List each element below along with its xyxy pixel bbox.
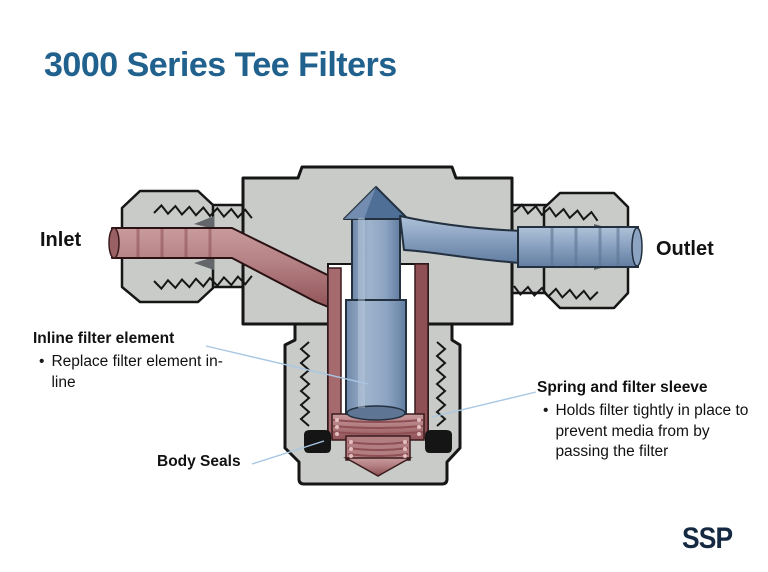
inlet-ferrule-top bbox=[194, 216, 214, 229]
outlet-thread-bottom bbox=[513, 285, 599, 301]
sleeve-wall-left bbox=[327, 267, 342, 439]
inline-filter-heading: Inline filter element bbox=[33, 330, 175, 347]
filter-lower-cylinder bbox=[345, 299, 407, 415]
inlet-ferrule-bottom bbox=[194, 257, 214, 270]
spring-sleeve-bullet: Holds filter tightly in place to prevent… bbox=[555, 402, 749, 461]
filter-highlight bbox=[358, 218, 365, 408]
filter-bottom bbox=[346, 405, 406, 421]
ssp-logo: SSP bbox=[682, 522, 733, 555]
spring-coils-lower bbox=[347, 441, 409, 457]
filter-element bbox=[343, 186, 409, 421]
inlet-thread-bottom bbox=[153, 275, 253, 291]
leader-lines bbox=[205, 345, 537, 465]
filter-sleeve bbox=[327, 263, 429, 439]
spring-dots bbox=[335, 418, 421, 458]
inlet-tube-ridges bbox=[136, 229, 212, 257]
inlet-label: Inlet bbox=[40, 229, 82, 251]
outlet-tube bbox=[399, 215, 643, 268]
sleeve-wall-right bbox=[414, 263, 429, 439]
body-seals-label: Body Seals bbox=[157, 453, 241, 470]
spring-sleeve-callout: Spring and filter sleeve • Holds filter … bbox=[537, 378, 765, 463]
outlet-thread-top bbox=[513, 203, 599, 222]
leader-spring-sleeve bbox=[431, 391, 537, 418]
body-seal-left bbox=[304, 430, 331, 453]
spring-sleeve-heading: Spring and filter sleeve bbox=[537, 379, 708, 396]
cap-thread-right bbox=[435, 341, 447, 427]
page-title: 3000 Series Tee Filters bbox=[44, 46, 397, 84]
spring-cup-tip bbox=[343, 457, 413, 477]
filter-cone-highlight bbox=[344, 187, 376, 219]
outlet-label: Outlet bbox=[656, 238, 714, 260]
bullet-icon: • bbox=[39, 353, 45, 371]
outlet-tube-end bbox=[631, 227, 643, 267]
cap-thread-left bbox=[299, 341, 311, 427]
leader-body-seals bbox=[251, 440, 325, 465]
threads bbox=[153, 203, 599, 427]
outlet-tube-body bbox=[517, 226, 639, 268]
body-seal-right bbox=[425, 430, 452, 453]
inline-filter-callout: Inline filter element • Replace filter e… bbox=[33, 329, 229, 393]
bullet-icon: • bbox=[543, 402, 549, 420]
outlet-tube-ridges bbox=[550, 228, 620, 266]
inlet-thread-top bbox=[153, 203, 253, 219]
inline-filter-bullet: Replace filter element in-line bbox=[51, 353, 223, 391]
body-seals bbox=[304, 430, 452, 453]
leader-inline-filter bbox=[205, 345, 369, 385]
spring bbox=[331, 413, 425, 477]
inlet-tube-end bbox=[108, 227, 120, 259]
spring-coils-upper bbox=[332, 419, 424, 435]
